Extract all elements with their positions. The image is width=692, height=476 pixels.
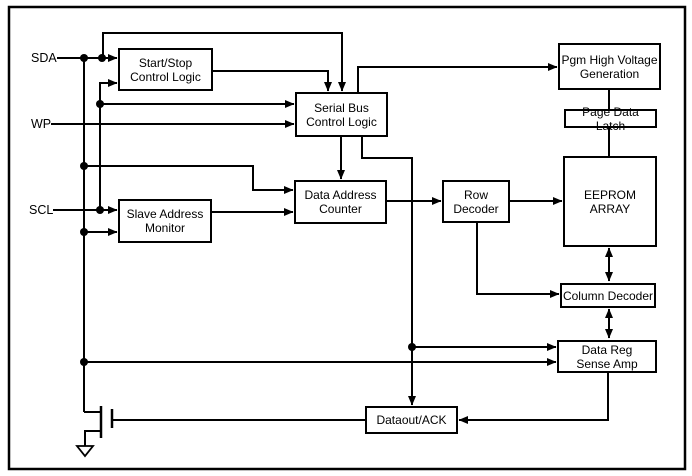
junction-dot	[98, 54, 106, 62]
junction-dot	[80, 228, 88, 236]
junction-dot	[80, 162, 88, 170]
junction-dot	[96, 100, 104, 108]
block-eeprom-array: EEPROM ARRAY	[563, 156, 657, 247]
junction-dot	[408, 343, 416, 351]
wire-serial-to-pgm-hv	[357, 63, 558, 92]
wire-control-net	[361, 137, 416, 406]
mosfet-transistor-icon	[75, 406, 114, 458]
block-serial-bus-control-logic: Serial Bus Control Logic	[295, 92, 388, 137]
mosfet-source-stub	[84, 430, 101, 446]
block-column-decoder: Column Decoder	[560, 283, 656, 308]
wire-scl-rail	[99, 79, 118, 210]
diagram-border	[7, 5, 687, 471]
junction-dot	[80, 54, 88, 62]
block-data-reg-sense-amp: Data Reg Sense Amp	[557, 340, 657, 373]
wire-startstop-to-serial-bus	[213, 70, 332, 92]
wire-row-to-column-decoder	[476, 223, 560, 298]
pin-label-scl: SCL	[29, 203, 54, 217]
pin-label-wp: WP	[31, 117, 52, 131]
wire-sda-to-counter	[84, 165, 294, 194]
block-start-stop-control-logic: Start/Stop Control Logic	[118, 48, 213, 91]
junction-dot	[96, 206, 104, 214]
block-data-address-counter: Data Address Counter	[294, 180, 387, 224]
block-page-data-latch: Page Data Latch	[564, 105, 657, 133]
wire-sda-top-route	[102, 32, 346, 92]
ground-icon	[75, 445, 95, 458]
junction-dots	[80, 54, 416, 366]
junction-dot	[80, 358, 88, 366]
block-row-decoder: Row Decoder	[442, 180, 510, 223]
block-pgm-high-voltage-generation: Pgm High Voltage Generation	[558, 43, 661, 90]
pin-label-sda: SDA	[31, 51, 57, 65]
block-dataout-ack: Dataout/ACK	[365, 406, 458, 434]
block-slave-address-monitor: Slave Address Monitor	[118, 199, 212, 243]
wire-sense-amp-to-dataout	[458, 373, 609, 424]
